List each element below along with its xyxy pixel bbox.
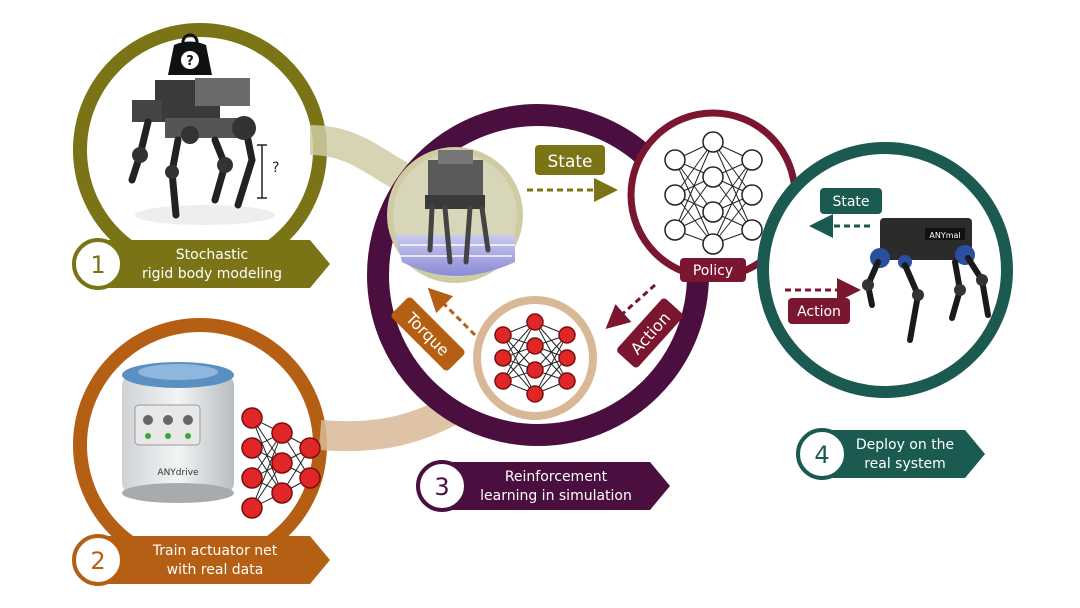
- network-node: [526, 385, 544, 403]
- step3-title-line1: Reinforcement: [505, 469, 608, 485]
- network-node: [241, 467, 263, 489]
- network-node: [299, 437, 321, 459]
- network-node: [271, 482, 293, 504]
- step1-number: 1: [90, 251, 105, 279]
- network-edge: [674, 141, 714, 196]
- network-node: [664, 219, 686, 241]
- step3-number: 3: [434, 473, 449, 501]
- robot-brand: ANYmal: [929, 231, 960, 240]
- network-node: [526, 313, 544, 331]
- network-node: [558, 372, 576, 390]
- step1-title-line1: Stochastic: [176, 247, 248, 263]
- step2-title-line1: Train actuator net: [152, 543, 278, 559]
- state-sim-label: State: [548, 152, 593, 172]
- network-node: [664, 149, 686, 171]
- action-arrow: [605, 283, 656, 329]
- state-real-label: State: [832, 194, 869, 210]
- step2-number: 2: [90, 547, 105, 575]
- network-node: [526, 361, 544, 379]
- weight-question-icon: ?: [168, 33, 212, 75]
- network-edge: [712, 159, 753, 213]
- network-edge: [674, 159, 714, 245]
- network-edge: [534, 334, 568, 395]
- network-node: [494, 372, 512, 390]
- robot-model-icon: ?: [128, 78, 279, 225]
- step3-panel: Policy State Action Torque 3 Reinforceme…: [367, 104, 799, 512]
- network-node: [741, 219, 763, 241]
- network-edge: [674, 141, 714, 231]
- network-edge: [712, 159, 753, 245]
- network-node: [664, 184, 686, 206]
- network-node: [702, 131, 724, 153]
- actuator-brand: ANYdrive: [157, 468, 199, 478]
- step4-ring: [757, 142, 1013, 398]
- actuator-net-circle: [473, 296, 597, 420]
- step4-title-line2: real system: [864, 456, 946, 472]
- network-node: [494, 326, 512, 344]
- state-sim-tag: [535, 145, 605, 175]
- step3-banner: 3 Reinforcement learning in simulation: [416, 460, 670, 512]
- step4-title-line1: Deploy on the: [856, 437, 954, 453]
- sim-robot-circle: [387, 147, 523, 283]
- step2-banner: 2 Train actuator net with real data: [72, 534, 330, 586]
- network-node: [241, 437, 263, 459]
- network-node: [558, 326, 576, 344]
- state-real-tag: [820, 188, 882, 214]
- actuator-net-small-icon: [494, 313, 576, 403]
- network-node: [526, 337, 544, 355]
- real-robot-image: ANYmal: [862, 218, 991, 343]
- actuator-image: ANYdrive: [122, 362, 234, 503]
- action-real-label: Action: [797, 304, 841, 320]
- action-real-tag: [788, 298, 850, 324]
- network-node: [494, 349, 512, 367]
- network-node: [702, 201, 724, 223]
- weight-mark: ?: [186, 54, 194, 69]
- step3-title-line2: learning in simulation: [480, 488, 632, 504]
- step1-title-line2: rigid body modeling: [142, 266, 282, 282]
- network-node: [299, 467, 321, 489]
- network-edge: [502, 321, 536, 382]
- step1-panel: ? ? 1 Stochastic rigid body modeling: [72, 23, 426, 290]
- network-edge: [674, 176, 714, 231]
- network-node: [271, 422, 293, 444]
- step4-banner: 4 Deploy on the real system: [796, 428, 985, 480]
- network-node: [241, 407, 263, 429]
- step4-panel: ANYmal State Action 4 Deploy on the real…: [757, 142, 1013, 480]
- leg-length-mark: ?: [272, 160, 279, 176]
- step4-number: 4: [814, 441, 829, 469]
- network-node: [741, 184, 763, 206]
- network-node: [271, 452, 293, 474]
- step2-title-line2: with real data: [167, 562, 264, 578]
- policy-network-icon: [664, 131, 763, 255]
- step1-banner: 1 Stochastic rigid body modeling: [72, 238, 330, 290]
- step2-panel: ANYdrive 2 Train actuator net with real …: [72, 318, 478, 586]
- network-node: [241, 497, 263, 519]
- network-node: [558, 349, 576, 367]
- torque-arrow: [427, 287, 477, 337]
- network-node: [702, 233, 724, 255]
- network-node: [702, 166, 724, 188]
- network-node: [741, 149, 763, 171]
- actuator-network-icon: [241, 407, 321, 519]
- policy-label: Policy: [693, 263, 733, 279]
- network-edge: [251, 432, 283, 509]
